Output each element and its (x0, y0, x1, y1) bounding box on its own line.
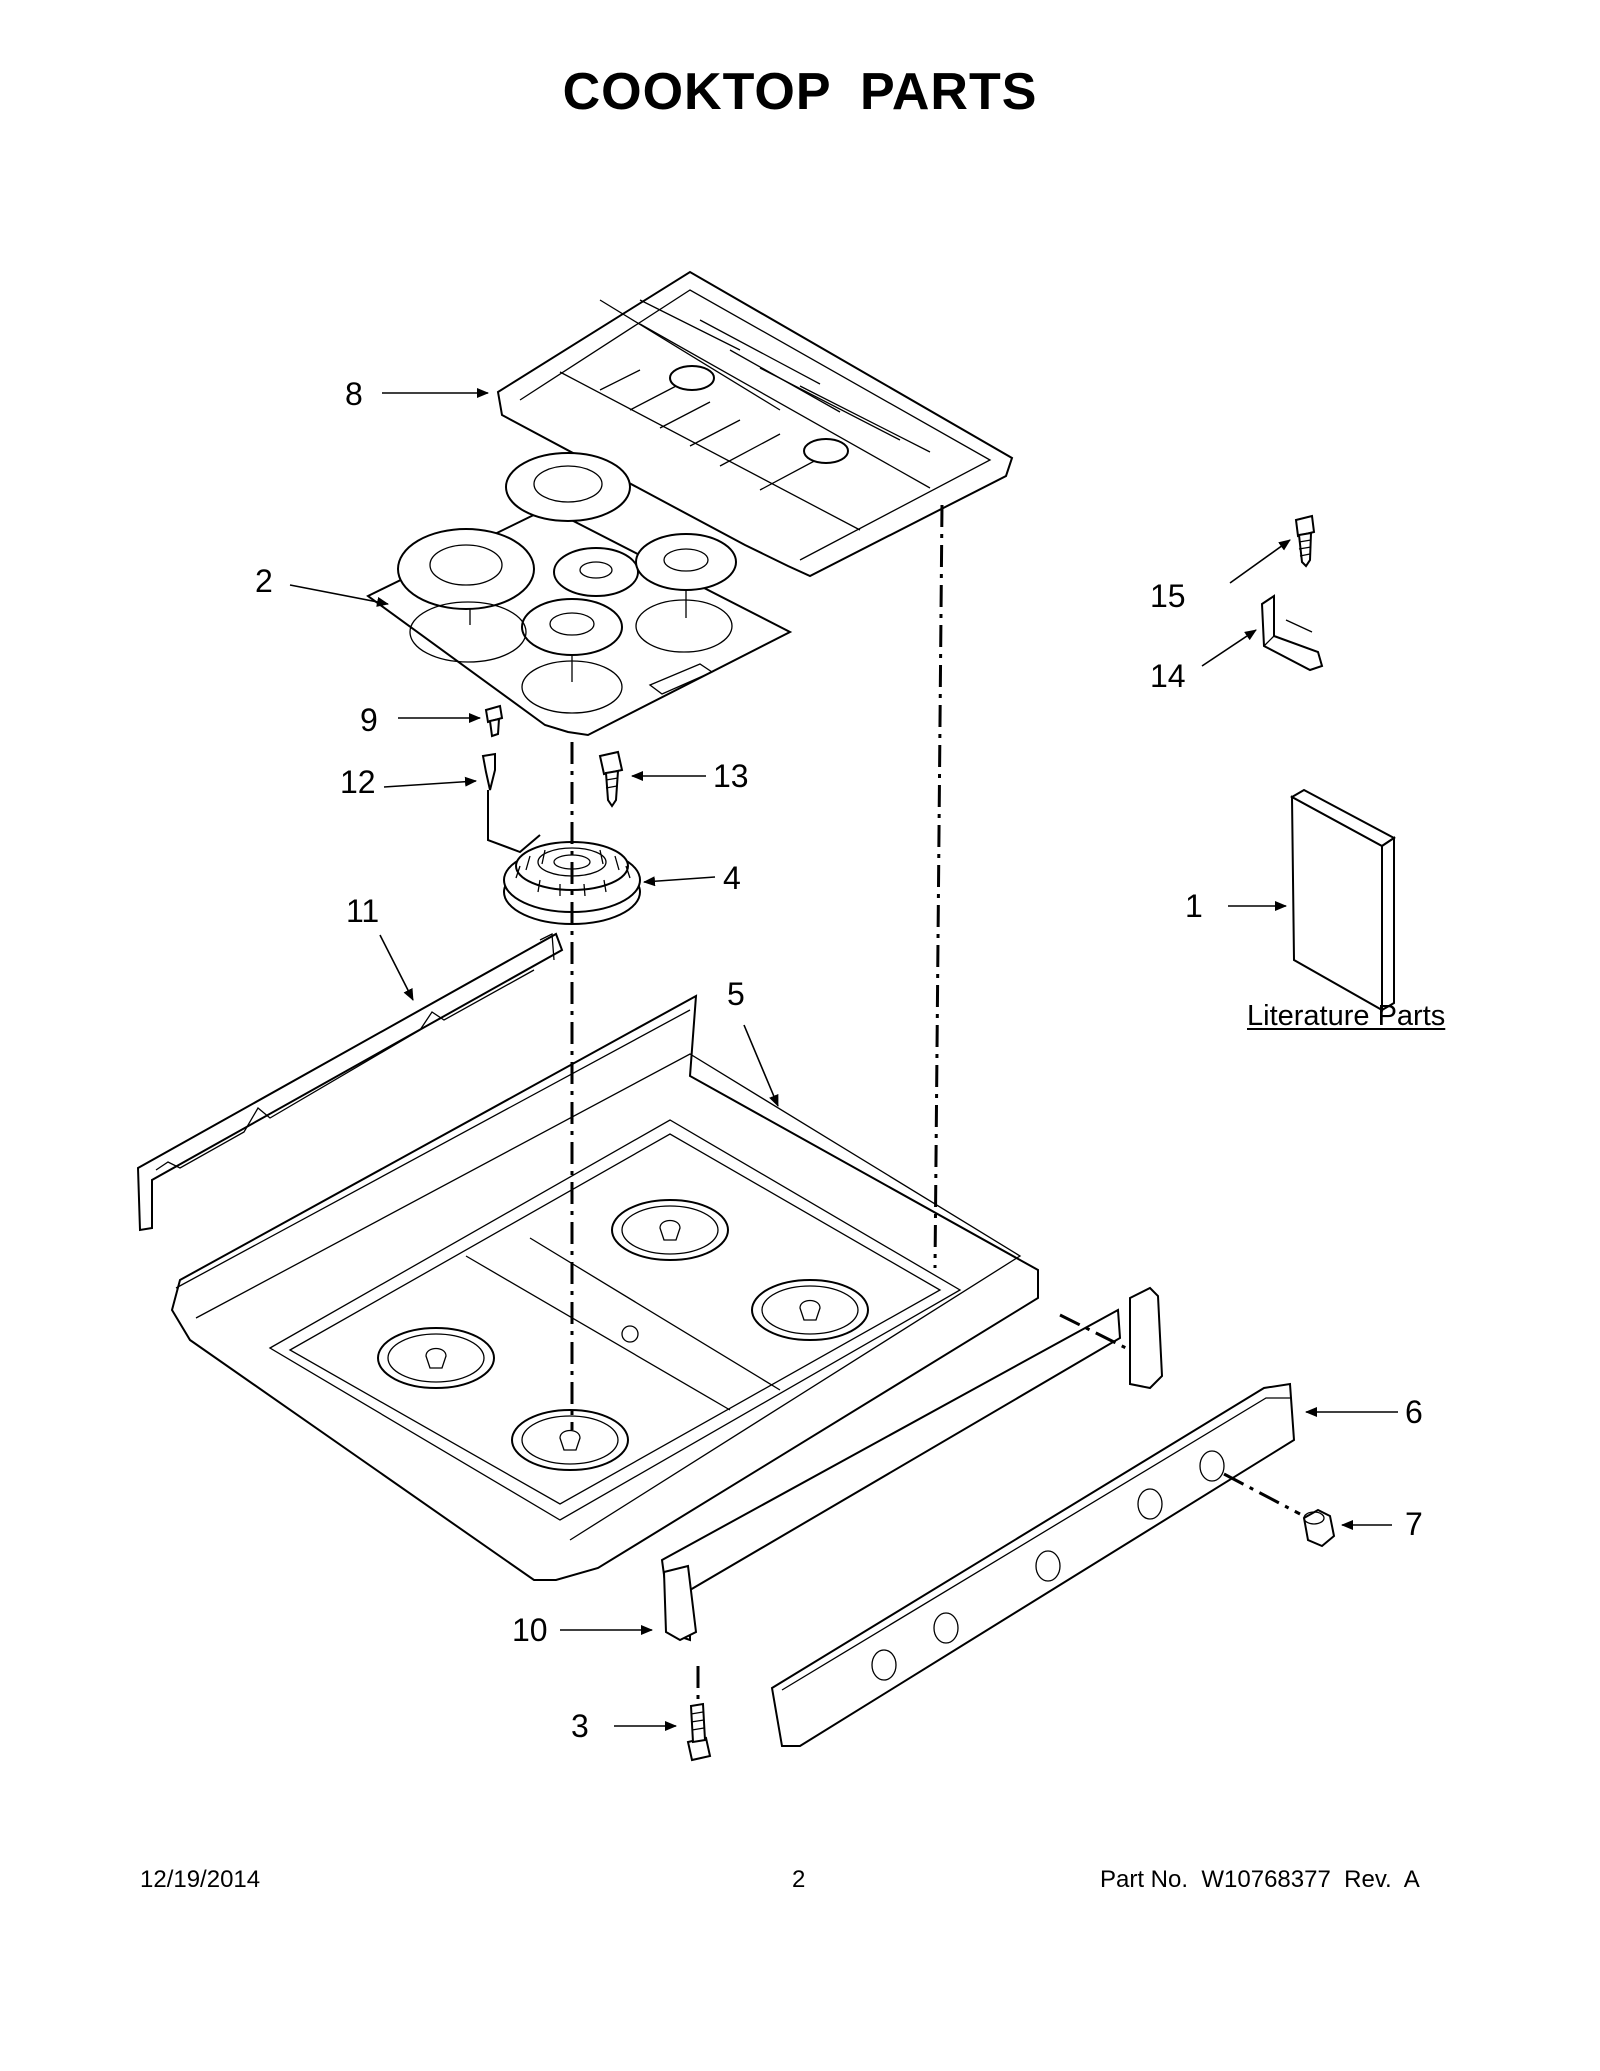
callout-11: 11 (346, 893, 380, 929)
callout-8: 8 (345, 376, 363, 412)
alignment-line-panel (1059, 1313, 1131, 1352)
screw-part-3 (686, 1702, 712, 1762)
callout-2: 2 (255, 563, 273, 599)
callout-4: 4 (723, 860, 741, 896)
callout-12: 12 (340, 764, 376, 800)
callout-6: 6 (1405, 1394, 1423, 1430)
screw-part-13 (598, 750, 624, 808)
literature-parts-label: Literature Parts (1247, 1000, 1446, 1032)
knob-part-7 (1302, 1508, 1336, 1548)
footer-part-number: Part No. W10768377 Rev. A (1100, 1866, 1420, 1893)
callout-3: 3 (571, 1708, 589, 1744)
callout-13: 13 (713, 758, 749, 794)
literature-part-1 (1289, 788, 1396, 1012)
callout-7: 7 (1405, 1506, 1423, 1542)
callout-5: 5 (727, 976, 745, 1012)
heat-shield-part-11 (136, 932, 564, 1232)
rail-part-10 (660, 1286, 1164, 1642)
control-panel-part-6 (770, 1382, 1296, 1747)
grate-part-8 (496, 270, 1014, 578)
callout-14: 14 (1150, 658, 1186, 694)
callout-9: 9 (360, 702, 378, 738)
page-title: COOKTOP PARTS (562, 63, 1038, 121)
igniter-part-12 (481, 752, 541, 854)
bracket-part-14 (1260, 594, 1324, 672)
burner-caps-part-2 (366, 452, 793, 737)
callout-1: 1 (1185, 888, 1203, 924)
screw-part-9 (484, 704, 504, 738)
screw-part-15 (1294, 514, 1316, 568)
alignment-line-grate (933, 504, 944, 1269)
cooktop-part-5 (170, 994, 1039, 1581)
alignment-line-knob (1223, 1472, 1301, 1516)
footer-page-number: 2 (792, 1866, 806, 1893)
callout-10: 10 (512, 1612, 548, 1648)
callout-15: 15 (1150, 578, 1186, 614)
footer-date: 12/19/2014 (140, 1866, 261, 1893)
